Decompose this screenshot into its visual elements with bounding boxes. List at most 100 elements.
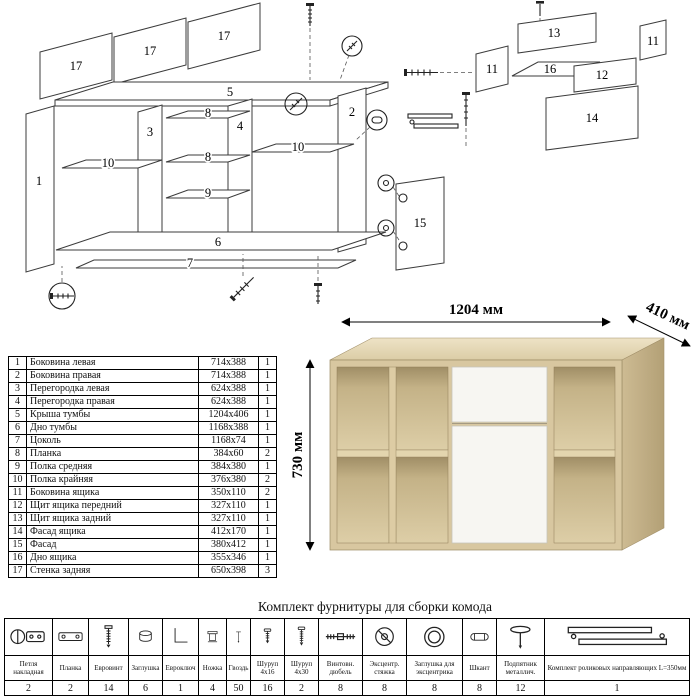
hardware-label: Заглушка: [129, 656, 162, 681]
part-qty: 1: [258, 551, 277, 565]
parts-table: 1 Боковина левая 714x388 1 2 Боковина пр…: [8, 356, 277, 578]
hardware-qty: 2: [26, 682, 31, 694]
door-panel: [395, 176, 445, 271]
hardware-item: Евровинт 14: [89, 619, 129, 695]
hardware-item: Гвоздь 50: [227, 619, 251, 695]
part-qty: 3: [258, 564, 277, 578]
hardware-item: Шкант 8: [463, 619, 497, 695]
part-size: 376x380: [198, 473, 259, 487]
part-qty: 1: [258, 512, 277, 526]
hardware-qty: 12: [515, 682, 526, 694]
hardware-qty: 4: [210, 682, 215, 694]
part-name: Полка средняя: [26, 460, 199, 474]
hardware-label: Гвоздь: [227, 656, 250, 681]
cam-cap-icon: [407, 619, 462, 656]
part-number-label: 8: [205, 150, 211, 164]
right-shelf-panel: [251, 143, 355, 153]
cabinet-top-face: [329, 337, 665, 361]
part-size: 714x388: [198, 369, 259, 383]
part-size: 1168x388: [198, 421, 259, 435]
hardware-label: Шкант: [463, 656, 496, 681]
part-name: Перегородка левая: [26, 382, 199, 396]
part-number-label: 5: [227, 85, 233, 99]
part-number-label: 17: [144, 44, 157, 58]
part-size: 384x380: [198, 460, 259, 474]
wood-dowel-icon: [463, 619, 496, 656]
part-size: 380x412: [198, 538, 259, 552]
hardware-label: Евровинт: [89, 656, 128, 681]
cam-lock-icon: [363, 619, 406, 656]
exploded-assembly-diagram: 17 17 17 5 1 2 3 4 8 8 9 10 10 6 7 15 13…: [25, 1, 667, 310]
confirmat-icon: [229, 277, 254, 302]
hardware-label: Ножка: [199, 656, 226, 681]
plank-mid: [165, 154, 251, 163]
parts-table-row: 13 Щит ящика задний 327x110 1: [8, 512, 277, 526]
hardware-label: Комплект роликовых направляющих L=350мм: [545, 656, 689, 681]
hardware-item: Евроключ 1: [163, 619, 199, 695]
parts-table-row: 1 Боковина левая 714x388 1: [8, 356, 277, 370]
parts-table-row: 10 Полка крайняя 376x380 2: [8, 473, 277, 487]
part-number: 7: [8, 434, 27, 448]
drawer-facade-panel: [545, 85, 639, 151]
screw-icon: [536, 1, 544, 16]
part-name: Щит ящика передний: [26, 499, 199, 513]
metal-glide-icon: [497, 619, 544, 656]
left-shelf-panel: [61, 159, 163, 169]
hardware-item: Ножка 4: [199, 619, 227, 695]
left-side-panel: [25, 105, 55, 273]
hardware-label: Шуруп 4x16: [251, 656, 284, 681]
hardware-item: Заглушка 6: [129, 619, 163, 695]
drawer-side-left: [475, 45, 509, 93]
part-number-label: 17: [70, 59, 83, 73]
part-number-label: 4: [237, 119, 244, 133]
part-number: 16: [8, 551, 27, 565]
mounting-plate-icon: [53, 619, 88, 656]
part-number: 8: [8, 447, 27, 461]
part-qty: 1: [258, 382, 277, 396]
part-number: 9: [8, 460, 27, 474]
dowel-screw-icon: [319, 619, 362, 656]
hardware-label: Винтовн. дюбель: [319, 656, 362, 681]
hardware-item: Петля накладная 2: [5, 619, 53, 695]
hardware-item: Эксцентр. стяжка 8: [363, 619, 407, 695]
dowel-detail-icon: [366, 109, 388, 131]
part-number-label: 12: [596, 68, 609, 82]
part-name: Боковина ящика: [26, 486, 199, 500]
part-qty: 1: [258, 434, 277, 448]
part-size: 624x388: [198, 382, 259, 396]
part-number: 12: [8, 499, 27, 513]
part-size: 412x170: [198, 525, 259, 539]
part-size: 650x398: [198, 564, 259, 578]
hinge-icon: [5, 619, 52, 656]
hardware-qty: 8: [432, 682, 437, 694]
leg-icon: [199, 619, 226, 656]
hardware-qty: 2: [68, 682, 73, 694]
hardware-item: Шуруп 4x30 2: [285, 619, 319, 695]
hardware-item: Комплект роликовых направляющих L=350мм …: [545, 619, 689, 695]
hardware-qty: 14: [103, 682, 114, 694]
product-render: 1204 мм 410 мм 730 мм: [292, 300, 692, 551]
part-name: Дно ящика: [26, 551, 199, 565]
shelf-front-edge: [553, 449, 616, 458]
parts-table-row: 6 Дно тумбы 1168x388 1: [8, 421, 277, 435]
bottom-panel: [55, 231, 387, 251]
part-number: 15: [8, 538, 27, 552]
screw-detail-icon: [284, 92, 308, 116]
part-number-label: 17: [218, 29, 231, 43]
part-number-label: 2: [349, 105, 355, 119]
part-number: 3: [8, 382, 27, 396]
screw-detail-icon: [341, 35, 363, 57]
part-number: 2: [8, 369, 27, 383]
hardware-label: Шуруп 4x30: [285, 656, 318, 681]
hardware-qty: 50: [233, 682, 244, 694]
part-name: Планка: [26, 447, 199, 461]
drawer-front: [451, 366, 548, 423]
open-compartments: [336, 366, 616, 544]
part-number-label: 15: [414, 216, 427, 230]
hardware-qty: 2: [299, 682, 304, 694]
euro-screw-icon: [89, 619, 128, 656]
hardware-qty: 8: [477, 682, 482, 694]
dimension-height: 730 мм: [292, 359, 315, 551]
screw-icon: [314, 283, 322, 304]
hardware-qty: 1: [614, 682, 620, 694]
